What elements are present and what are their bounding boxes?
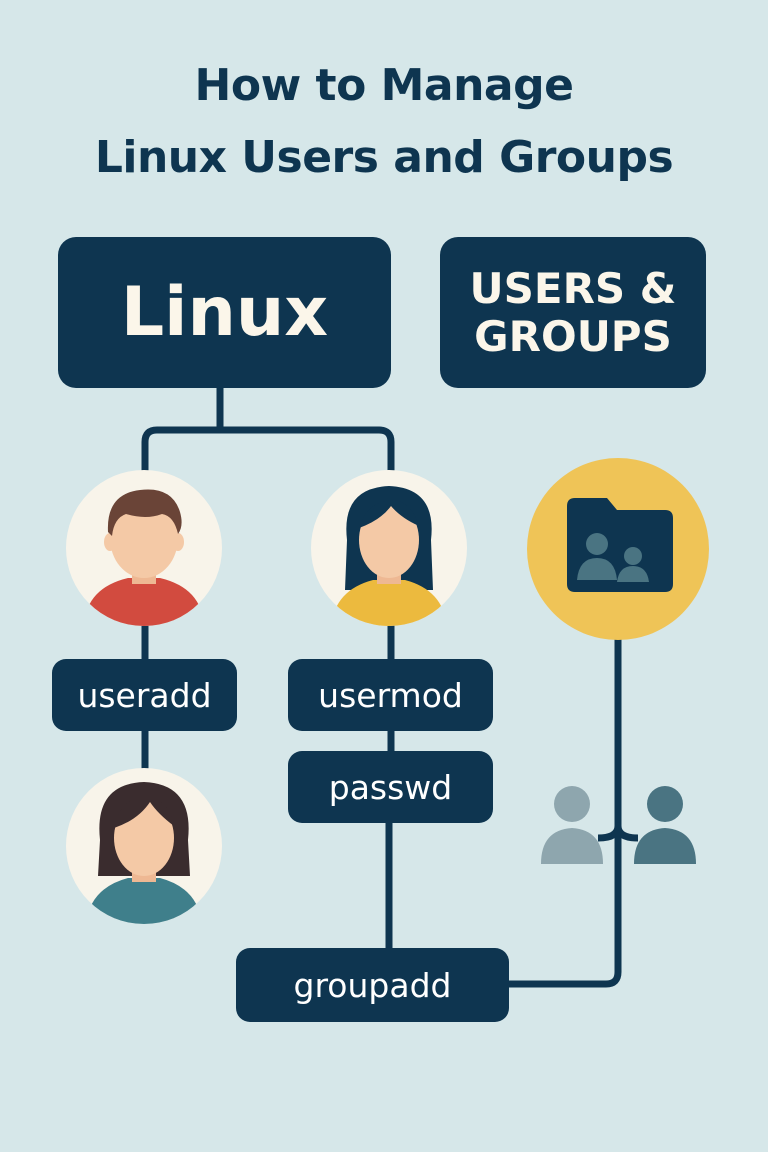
users-groups-label-line-2: GROUPS xyxy=(474,311,672,361)
users-groups-label-line-1: USERS & xyxy=(469,263,677,313)
useradd-box: useradd xyxy=(52,659,237,731)
connector-branch xyxy=(141,426,395,475)
users-groups-box: USERS & GROUPS xyxy=(440,237,706,388)
female-user-avatar-icon xyxy=(311,470,467,626)
linux-box: Linux xyxy=(58,237,391,388)
page-title-line-2: Linux Users and Groups xyxy=(94,132,674,183)
groupadd-box: groupadd xyxy=(236,948,509,1022)
usermod-box: usermod xyxy=(288,659,493,731)
useradd-label: useradd xyxy=(77,675,212,715)
groupadd-label: groupadd xyxy=(293,965,452,1005)
passwd-label: passwd xyxy=(328,767,453,807)
passwd-box: passwd xyxy=(288,751,493,823)
group-folder-icon xyxy=(527,458,709,640)
user-group-icon xyxy=(541,786,696,864)
connector-group-users xyxy=(597,822,639,842)
linux-label: Linux xyxy=(120,273,329,352)
male-user-avatar-icon xyxy=(66,470,222,626)
usermod-label: usermod xyxy=(318,675,463,715)
page-title-line-1: How to Manage xyxy=(194,60,574,111)
female-user-avatar-icon xyxy=(66,768,222,924)
connector-folder-groupadd xyxy=(509,638,622,988)
